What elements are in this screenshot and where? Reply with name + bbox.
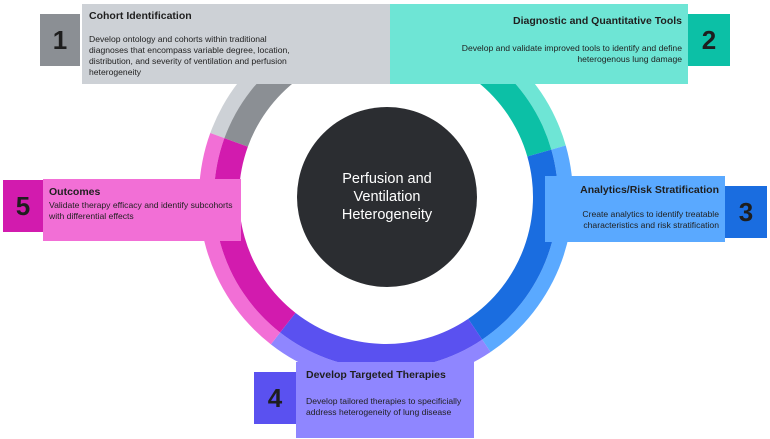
step-5-title: Outcomes <box>49 186 101 198</box>
ring-segment-4-inner <box>280 312 483 369</box>
ring-segment-3-outer <box>482 145 574 353</box>
step-2-box: Diagnostic and Quantitative Tools Develo… <box>390 4 688 84</box>
step-2-description: Develop and validate improved tools to i… <box>461 43 682 64</box>
step-4-description: Develop tailored therapies to specificia… <box>306 396 462 417</box>
step-2-number-badge: 2 <box>688 14 730 66</box>
step-5-description: Validate therapy efficacy and identify s… <box>49 200 233 221</box>
center-circle: Perfusion and Ventilation Heterogeneity <box>297 107 477 287</box>
step-4-number-badge: 4 <box>254 372 296 424</box>
step-4-title: Develop Targeted Therapies <box>306 369 446 381</box>
step-5-number-badge: 5 <box>3 180 43 232</box>
ring-segment-3-inner <box>468 149 558 340</box>
step-3-number-badge: 3 <box>725 186 767 238</box>
step-1-number-badge: 1 <box>40 14 80 66</box>
step-2-title: Diagnostic and Quantitative Tools <box>513 15 682 27</box>
center-title: Perfusion and Ventilation Heterogeneity <box>341 171 433 223</box>
step-3-box: Analytics/Risk Stratification Create ana… <box>545 176 725 242</box>
step-1-box: Cohort Identification Develop ontology a… <box>82 4 390 84</box>
step-1-title: Cohort Identification <box>89 10 192 22</box>
step-5-box: Outcomes Validate therapy efficacy and i… <box>43 179 241 241</box>
step-1-description: Develop ontology and cohorts within trad… <box>89 34 290 77</box>
step-3-description: Create analytics to identify treatable c… <box>582 209 719 230</box>
step-3-title: Analytics/Risk Stratification <box>580 184 719 196</box>
step-4-box: Develop Targeted Therapies Develop tailo… <box>296 362 474 438</box>
